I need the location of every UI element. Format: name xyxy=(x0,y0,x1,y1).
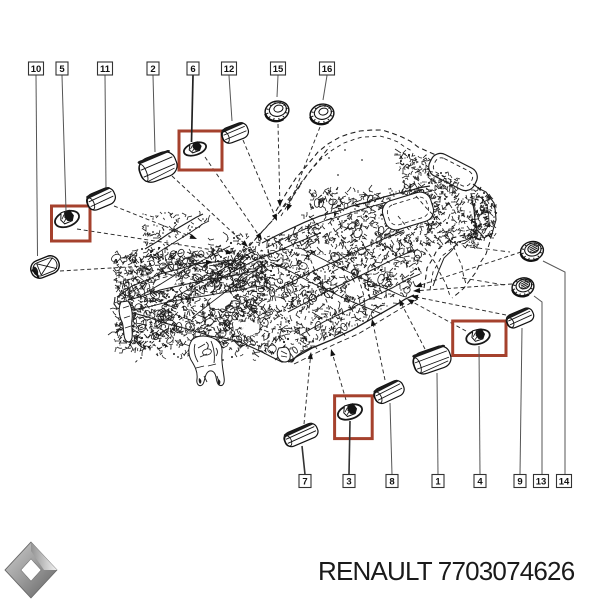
svg-text:RENAULT 7703074626: RENAULT 7703074626 xyxy=(318,556,575,586)
svg-text:12: 12 xyxy=(224,64,235,75)
svg-text:6: 6 xyxy=(190,64,195,75)
svg-text:9: 9 xyxy=(517,476,522,487)
svg-text:2: 2 xyxy=(150,64,155,75)
svg-text:10: 10 xyxy=(31,64,42,75)
svg-text:7: 7 xyxy=(302,476,307,487)
svg-text:3: 3 xyxy=(346,476,351,487)
svg-text:11: 11 xyxy=(100,64,111,75)
svg-text:4: 4 xyxy=(477,476,483,487)
svg-text:13: 13 xyxy=(536,476,547,487)
svg-text:14: 14 xyxy=(559,476,570,487)
svg-text:16: 16 xyxy=(322,64,333,75)
svg-text:5: 5 xyxy=(59,64,65,75)
svg-text:15: 15 xyxy=(273,64,284,75)
svg-text:8: 8 xyxy=(389,476,394,487)
svg-text:1: 1 xyxy=(435,476,441,487)
